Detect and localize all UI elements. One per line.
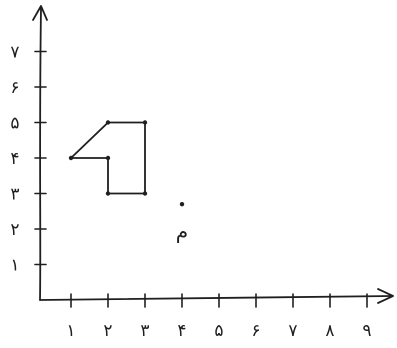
x-axis: [39, 295, 393, 301]
shape-vertex-5: [105, 191, 111, 196]
y-tick-label-5: ۵: [10, 114, 19, 134]
shape-vertex-2: [105, 120, 111, 125]
y-tick-label-6: ۶: [10, 78, 19, 98]
x-axis-arrowhead: [377, 288, 394, 304]
axes: [32, 5, 394, 304]
y-axis: [39, 7, 42, 301]
y-axis-arrowhead: [32, 5, 48, 21]
shape-vertices: [68, 120, 148, 196]
shape-vertex-6: [105, 155, 111, 161]
shape-vertex-4: [142, 191, 148, 196]
point-m-label: م: [176, 219, 188, 243]
y-tick-label-7: ٧: [10, 43, 19, 63]
y-tick-label-1: ١: [10, 256, 19, 276]
x-tick-label-2: ٢: [103, 321, 112, 341]
x-tick-label-1: ١: [66, 321, 75, 341]
x-axis-ticks: ١ ٢ ٣ ۴ ۵ ۶ ٧ ٨ ٩: [66, 293, 372, 341]
x-tick-label-7: ٧: [288, 321, 297, 341]
x-tick-label-8: ٨: [325, 321, 334, 341]
y-axis-ticks: ١ ٢ ٣ ۴ ۵ ۶ ٧: [10, 43, 47, 276]
x-tick-label-6: ۶: [251, 321, 260, 341]
x-tick-label-3: ٣: [140, 321, 149, 341]
x-tick-label-9: ٩: [362, 321, 371, 341]
x-tick-label-4: ۴: [177, 321, 186, 341]
x-tick-label-5: ۵: [214, 321, 223, 341]
point-m: م: [176, 201, 188, 243]
y-tick-label-4: ۴: [10, 149, 19, 169]
y-tick-label-3: ٣: [10, 185, 19, 205]
y-tick-label-2: ٢: [10, 220, 19, 240]
shape-vertex-3: [142, 120, 148, 125]
point-m-dot: [179, 201, 185, 207]
shape-vertex-1: [68, 155, 74, 161]
